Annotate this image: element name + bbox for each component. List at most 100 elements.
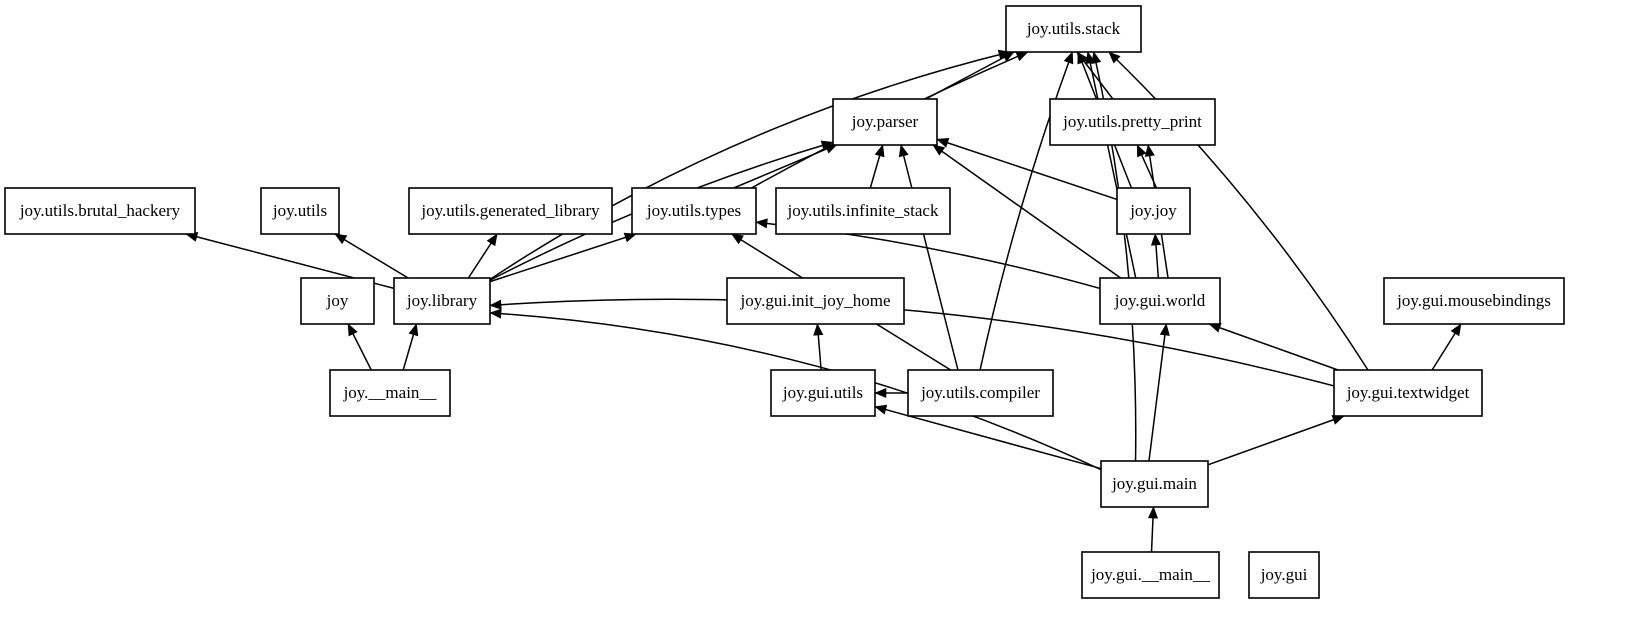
- node-joy-gui-textwidget[interactable]: joy.gui.textwidget: [1333, 369, 1483, 417]
- edges-layer: [185, 49, 1462, 553]
- edge-joy-gui-textwidget-to-joy-utils-stack: [1108, 51, 1369, 371]
- edge-arrowhead: [1077, 51, 1087, 65]
- node-box[interactable]: [260, 187, 340, 235]
- node-label: joy.gui.mousebindings: [1396, 291, 1551, 310]
- node-label: joy.utils.brutal_hackery: [19, 201, 181, 220]
- edge-arrowhead: [898, 144, 909, 158]
- edge-arrowhead: [1150, 233, 1162, 246]
- node-joy-gui-init-joy-home[interactable]: joy.gui.init_joy_home: [726, 277, 905, 325]
- node-label: joy.__main__: [343, 383, 437, 402]
- node-box[interactable]: [1100, 460, 1209, 508]
- node-joy-utils-compiler[interactable]: joy.utils.compiler: [907, 369, 1054, 417]
- edge-joy-utils-compiler-to-joy-utils-stack: [979, 51, 1074, 371]
- node-joy-utils-pretty-print[interactable]: joy.utils.pretty_print: [1049, 98, 1216, 146]
- edge-arrowhead: [489, 299, 502, 310]
- node-joy-gui-utils[interactable]: joy.gui.utils: [770, 369, 876, 417]
- node-joy-utils-stack[interactable]: joy.utils.stack: [1005, 5, 1142, 53]
- edge-arrowhead: [334, 233, 348, 245]
- node-box[interactable]: [329, 369, 451, 417]
- node-box[interactable]: [775, 187, 951, 235]
- edge-arrowhead: [1136, 144, 1147, 158]
- node-box[interactable]: [1248, 551, 1320, 599]
- edge-arrowhead: [932, 144, 946, 156]
- edge-joy-gui-main-to-joy-gui-utils: [874, 405, 1102, 470]
- node-joy[interactable]: joy: [300, 277, 375, 325]
- node-label: joy.utils.stack: [1026, 19, 1121, 38]
- node-box[interactable]: [1116, 187, 1191, 235]
- node-joy-gui-world[interactable]: joy.gui.world: [1099, 277, 1221, 325]
- edge-arrowhead: [874, 387, 887, 399]
- edge-joy-gui-world-to-joy-parser: [932, 144, 1122, 279]
- edge-joy-gui-textwidget-to-joy-library: [489, 298, 1335, 387]
- edge-arrowhead: [813, 323, 824, 336]
- edge-joy-library-to-joy-utils-types: [489, 233, 637, 283]
- node-joy-library[interactable]: joy.library: [393, 277, 491, 325]
- node-joy-gui-mousebindings[interactable]: joy.gui.mousebindings: [1383, 277, 1565, 325]
- node-box[interactable]: [770, 369, 876, 417]
- edge-arrowhead: [1091, 51, 1102, 65]
- node-label: joy.gui.__main__: [1090, 565, 1210, 584]
- edge-arrowhead: [874, 404, 888, 415]
- node-label: joy.utils.types: [646, 201, 741, 220]
- node-joy-utils[interactable]: joy.utils: [260, 187, 340, 235]
- node-box[interactable]: [300, 277, 375, 325]
- edge-joy-joy-to-joy-parser: [936, 138, 1118, 201]
- node-box[interactable]: [1333, 369, 1483, 417]
- edge-joy-library-to-joy-utils-stack: [489, 51, 1011, 280]
- edge-joy-gui-textwidget-to-joy-gui-world: [1209, 323, 1339, 371]
- node-label: joy.gui.textwidget: [1346, 383, 1470, 402]
- node-label: joy.gui.utils: [782, 383, 863, 402]
- node-box[interactable]: [907, 369, 1054, 417]
- node-label: joy.gui.main: [1111, 474, 1197, 493]
- edge-arrowhead: [347, 323, 358, 337]
- node-label: joy.utils.compiler: [920, 383, 1040, 402]
- node-box[interactable]: [1081, 551, 1220, 599]
- node-box[interactable]: [393, 277, 491, 325]
- edge-joy-library-to-joy-utils: [334, 233, 409, 279]
- node-joy-gui---main--[interactable]: joy.gui.__main__: [1081, 551, 1220, 599]
- node-label: joy.library: [406, 291, 478, 310]
- edge-arrowhead: [936, 138, 950, 148]
- node-label: joy.gui.world: [1114, 291, 1206, 310]
- edge-arrowhead: [1144, 144, 1155, 157]
- edge-joy-gui-world-to-joy-utils-stack: [1087, 51, 1137, 279]
- node-joy-utils-infinite-stack[interactable]: joy.utils.infinite_stack: [775, 187, 951, 235]
- node-box[interactable]: [832, 98, 938, 146]
- edge-arrowhead: [1159, 323, 1170, 336]
- node-joy-gui[interactable]: joy.gui: [1248, 551, 1320, 599]
- node-joy---main--[interactable]: joy.__main__: [329, 369, 451, 417]
- node-label: joy.utils: [272, 201, 327, 220]
- edge-arrowhead: [623, 232, 637, 243]
- node-joy-utils-brutal-hackery[interactable]: joy.utils.brutal_hackery: [4, 187, 196, 235]
- node-box[interactable]: [1383, 277, 1565, 325]
- nodes-layer: joy.utils.stack joy.parser joy.utils.prett…: [4, 5, 1565, 599]
- node-joy-gui-main[interactable]: joy.gui.main: [1100, 460, 1209, 508]
- edge-joy-gui-main-to-joy-gui-textwidget: [1207, 415, 1345, 466]
- node-joy-parser[interactable]: joy.parser: [832, 98, 938, 146]
- node-box[interactable]: [726, 277, 905, 325]
- edge-arrowhead: [731, 233, 744, 245]
- node-label: joy: [326, 291, 349, 310]
- node-joy-joy[interactable]: joy.joy: [1116, 187, 1191, 235]
- edge-arrowhead: [489, 308, 502, 319]
- node-joy-utils-types[interactable]: joy.utils.types: [631, 187, 757, 235]
- edge-arrowhead: [486, 233, 498, 247]
- node-box[interactable]: [1049, 98, 1216, 146]
- node-box[interactable]: [1099, 277, 1221, 325]
- node-box[interactable]: [4, 187, 196, 235]
- edge-arrowhead: [1015, 51, 1029, 62]
- node-label: joy.utils.pretty_print: [1062, 112, 1202, 131]
- node-label: joy.joy: [1129, 201, 1177, 220]
- node-box[interactable]: [631, 187, 757, 235]
- edge-arrowhead: [1063, 51, 1074, 65]
- edge-joy-gui-main-to-joy-library: [489, 312, 1102, 471]
- node-box[interactable]: [408, 187, 613, 235]
- edge-joy-gui-main-to-joy-gui-world: [1148, 323, 1167, 462]
- edge-joy-utils-compiler-to-joy-parser: [900, 144, 959, 371]
- node-label: joy.parser: [851, 112, 919, 131]
- node-joy-utils-generated-library[interactable]: joy.utils.generated_library: [408, 187, 613, 235]
- node-box[interactable]: [1005, 5, 1142, 53]
- node-label: joy.gui: [1260, 565, 1308, 584]
